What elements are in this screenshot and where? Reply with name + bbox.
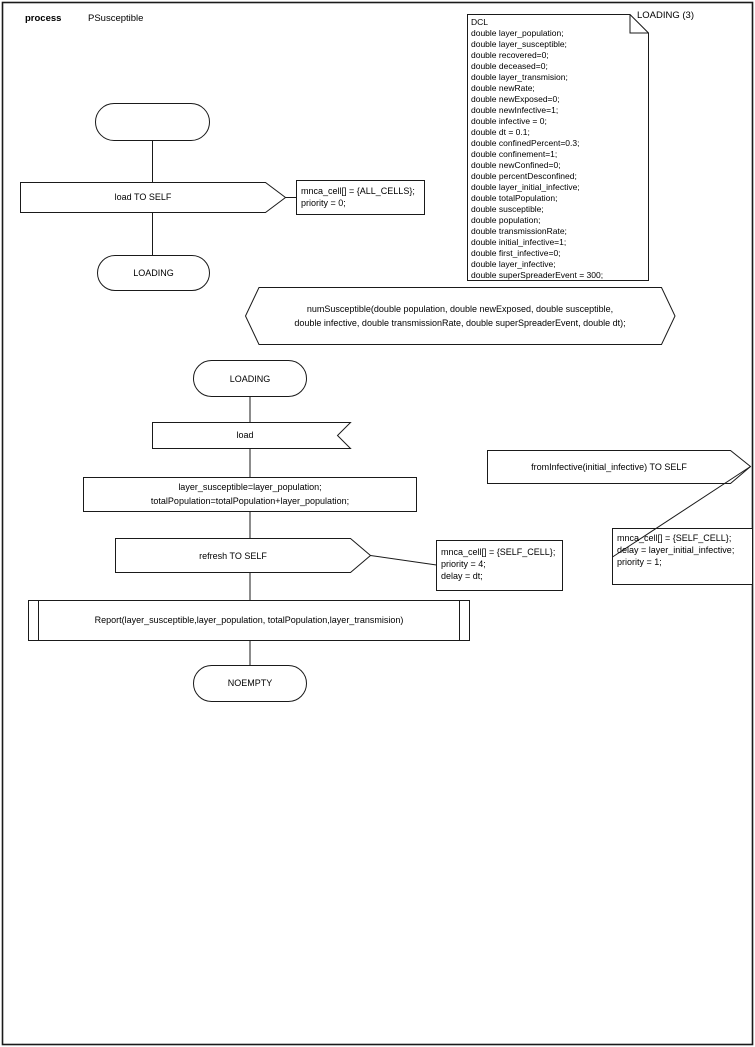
dcl-fold-icon: [629, 14, 649, 34]
output-refresh-label: refresh TO SELF: [199, 550, 267, 561]
comment-symbol-load: [296, 180, 425, 215]
state-symbol-noempty: [193, 665, 307, 702]
state-symbol-loading-next: [97, 255, 210, 291]
start-state-symbol: [95, 103, 210, 141]
procedure-declaration-symbol: [244, 287, 676, 345]
output-symbol-load: [20, 182, 287, 213]
comment-symbol-refresh: [436, 540, 563, 591]
comment-refresh-text: mnca_cell[] = {SELF_CELL};priority = 4;d…: [441, 547, 556, 581]
output-frominfective-label: fromInfective(initial_infective) TO SELF: [531, 461, 687, 472]
task-text: layer_susceptible=layer_population;total…: [150, 482, 350, 506]
state-noempty-label: NOEMPTY: [227, 678, 273, 688]
input-symbol-load: [152, 422, 352, 449]
output-symbol-refresh: [115, 538, 372, 573]
state-loading-next-label: LOADING: [133, 267, 174, 278]
page-label: LOADING (3): [637, 10, 695, 21]
output-load-label: load TO SELF: [114, 192, 172, 202]
procedure-call-label: Report(layer_susceptible,layer_populatio…: [94, 615, 404, 625]
output-symbol-frominfective: [487, 450, 752, 484]
dcl-text-symbol: [467, 14, 649, 281]
task-symbol: [83, 477, 417, 512]
comment-frominfective-text: mnca_cell[] = {SELF_CELL};delay = layer_…: [617, 533, 735, 567]
procedure-declaration-text: numSusceptible(double population, double…: [294, 304, 626, 328]
state-loading-label: LOADING: [229, 373, 271, 384]
procedure-call-symbol: [28, 600, 470, 641]
comment-load-text: mnca_cell[] = {ALL_CELLS};priority = 0;: [301, 186, 415, 208]
input-load-label: load: [236, 430, 254, 440]
comment-link-refresh: [370, 555, 437, 566]
comment-link-frominfective: [612, 466, 751, 558]
diagram-kind-label: process: [25, 13, 62, 24]
comment-symbol-frominfective: [612, 528, 753, 585]
process-name: PSusceptible: [88, 13, 144, 24]
